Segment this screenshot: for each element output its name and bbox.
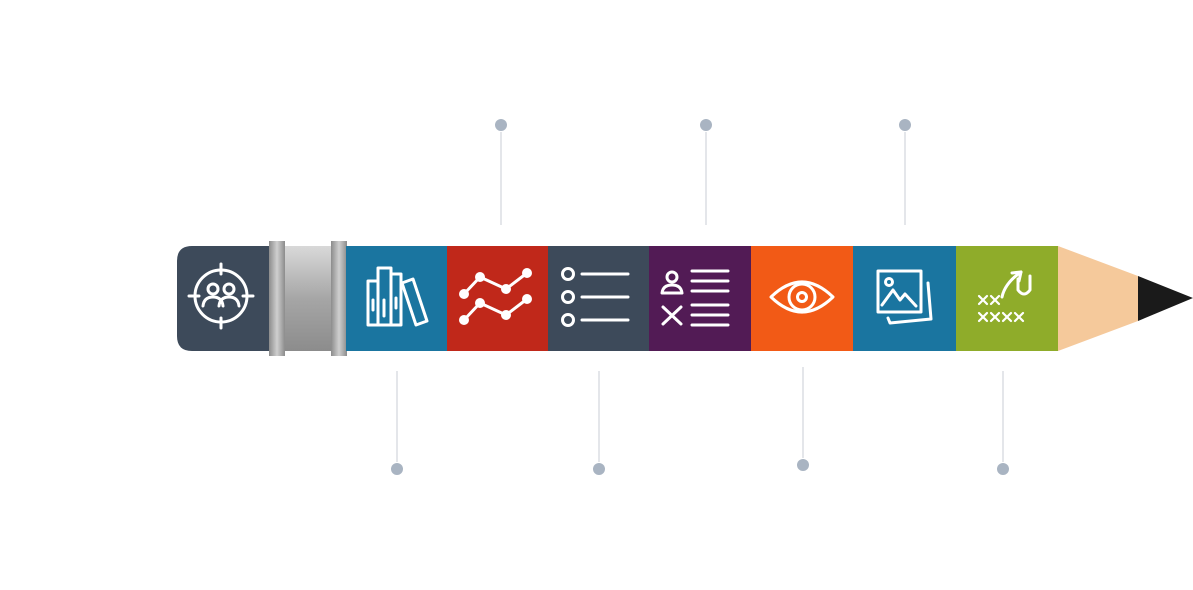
gallery-icon: [876, 269, 933, 325]
pencil-ferrule: [269, 241, 347, 356]
connector-strategy: [997, 371, 1009, 475]
pencil-tip: [1058, 246, 1193, 351]
connector-dot[interactable]: [700, 119, 712, 131]
books-icon: [366, 266, 429, 327]
connector-checklist: [593, 371, 605, 475]
profile-list-icon: [660, 269, 730, 327]
segment-background: [956, 246, 1058, 351]
connector-trends: [495, 119, 507, 225]
connector-gallery: [899, 119, 911, 225]
list-icon: [561, 267, 630, 327]
segment-profile[interactable]: [649, 246, 751, 351]
segment-background: [751, 246, 853, 351]
connector-vision: [797, 367, 809, 471]
connector-dot[interactable]: [495, 119, 507, 131]
segment-background: [853, 246, 956, 351]
line-chart-icon: [459, 268, 532, 325]
segment-gallery[interactable]: [853, 246, 956, 351]
pencil-wood: [1058, 246, 1138, 351]
segment-trends[interactable]: [447, 246, 548, 351]
segment-strategy[interactable]: [956, 246, 1058, 351]
segment-checklist[interactable]: [548, 246, 649, 351]
connector-profile: [700, 119, 712, 225]
strategy-play-icon: [977, 270, 1032, 323]
connector-dot[interactable]: [391, 463, 403, 475]
eye-icon: [769, 280, 835, 314]
connector-dot[interactable]: [797, 459, 809, 471]
segment-vision[interactable]: [751, 246, 853, 351]
segment-library[interactable]: [346, 246, 447, 351]
connector-dot[interactable]: [997, 463, 1009, 475]
pencil-eraser[interactable]: [177, 246, 272, 351]
connectors: [391, 119, 1009, 475]
pencil-segments: [346, 246, 1058, 351]
pencil-lead: [1138, 276, 1193, 321]
connector-library: [391, 371, 403, 475]
connector-dot[interactable]: [593, 463, 605, 475]
ferrule-ring-left: [269, 241, 285, 356]
connector-dot[interactable]: [899, 119, 911, 131]
ferrule-ring-right: [331, 241, 347, 356]
target-audience-icon: [187, 262, 255, 330]
segment-background: [649, 246, 751, 351]
